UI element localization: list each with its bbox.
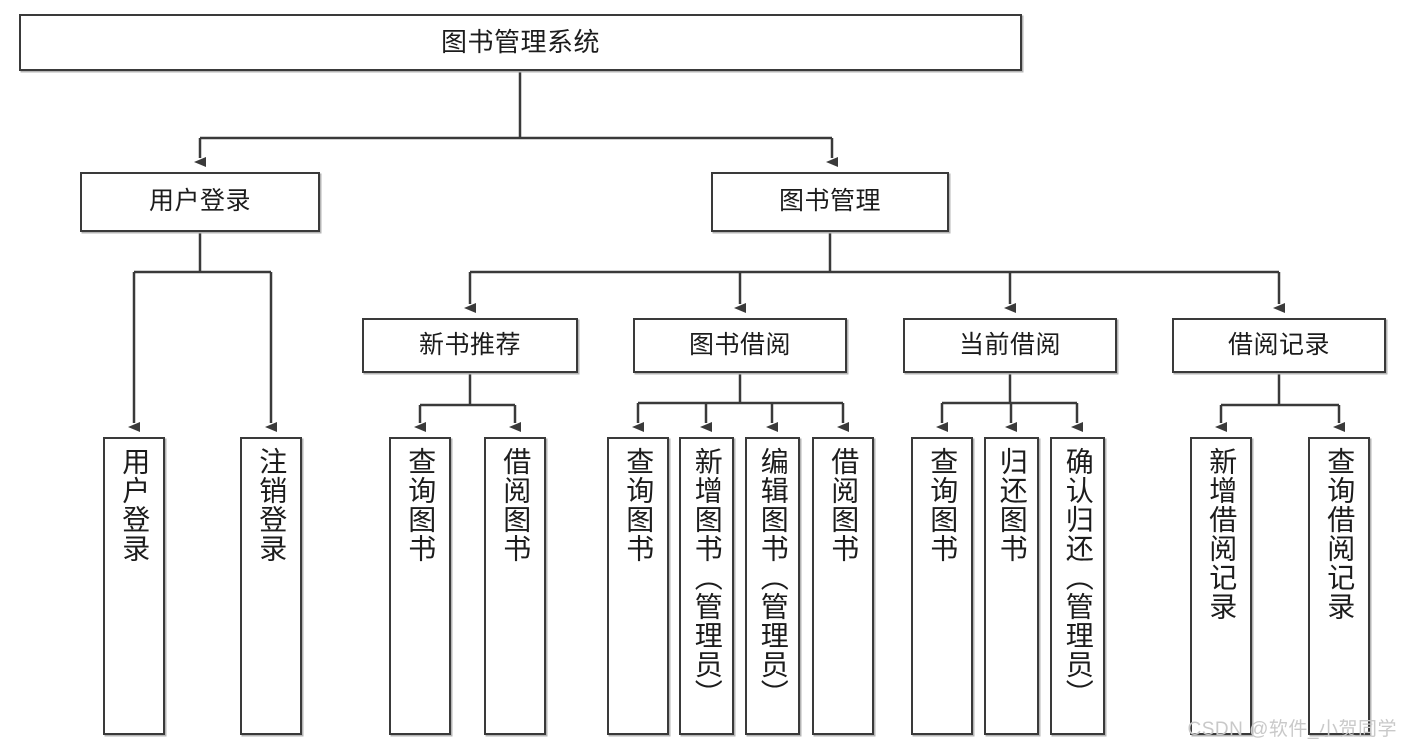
node-leaf-query-book-1[interactable]: 查询图书 [389,437,451,735]
node-user-login[interactable]: 用户登录 [80,172,320,232]
node-leaf-borrow-book-2-label: 借阅图书 [828,447,860,563]
node-leaf-query-book-2-label: 查询图书 [623,447,655,563]
node-leaf-edit-book-admin[interactable]: 编辑图书（管理员） [745,437,800,735]
node-user-login-label: 用户登录 [148,187,251,216]
node-leaf-logout[interactable]: 注销登录 [240,437,302,735]
node-leaf-query-borrow-record[interactable]: 查询借阅记录 [1308,437,1370,735]
node-borrow-record[interactable]: 借阅记录 [1172,318,1386,373]
node-leaf-borrow-book-2[interactable]: 借阅图书 [812,437,874,735]
node-root-system[interactable]: 图书管理系统 [19,14,1022,71]
node-current-borrow[interactable]: 当前借阅 [903,318,1117,373]
node-leaf-edit-book-admin-label: 编辑图书（管理员） [757,447,789,708]
node-book-borrow-label: 图书借阅 [688,330,791,359]
node-borrow-record-label: 借阅记录 [1227,330,1330,359]
node-leaf-return-book-label: 归还图书 [996,447,1028,563]
node-leaf-query-book-1-label: 查询图书 [405,447,437,563]
node-leaf-add-book-admin[interactable]: 新增图书（管理员） [679,437,734,735]
node-leaf-return-book[interactable]: 归还图书 [984,437,1039,735]
node-leaf-logout-label: 注销登录 [256,447,288,563]
node-new-book-recommend-label: 新书推荐 [418,330,521,359]
node-leaf-borrow-book-1[interactable]: 借阅图书 [484,437,546,735]
node-leaf-add-book-admin-label: 新增图书（管理员） [691,447,723,708]
node-book-borrow[interactable]: 图书借阅 [633,318,847,373]
node-leaf-query-book-3[interactable]: 查询图书 [911,437,973,735]
node-leaf-query-borrow-record-label: 查询借阅记录 [1324,447,1356,621]
node-leaf-user-login[interactable]: 用户登录 [103,437,165,735]
node-root-label: 图书管理系统 [440,27,600,58]
node-leaf-add-borrow-record-label: 新增借阅记录 [1206,447,1238,621]
node-current-borrow-label: 当前借阅 [958,330,1061,359]
node-book-management[interactable]: 图书管理 [711,172,949,232]
node-leaf-borrow-book-1-label: 借阅图书 [500,447,532,563]
node-leaf-query-book-3-label: 查询图书 [927,447,959,563]
node-leaf-query-book-2[interactable]: 查询图书 [607,437,669,735]
node-leaf-confirm-return-admin-label: 确认归还（管理员） [1062,447,1094,708]
node-book-management-label: 图书管理 [778,187,881,216]
node-leaf-confirm-return-admin[interactable]: 确认归还（管理员） [1050,437,1105,735]
node-leaf-add-borrow-record[interactable]: 新增借阅记录 [1190,437,1252,735]
node-new-book-recommend[interactable]: 新书推荐 [362,318,578,373]
node-leaf-user-login-label: 用户登录 [119,447,151,563]
